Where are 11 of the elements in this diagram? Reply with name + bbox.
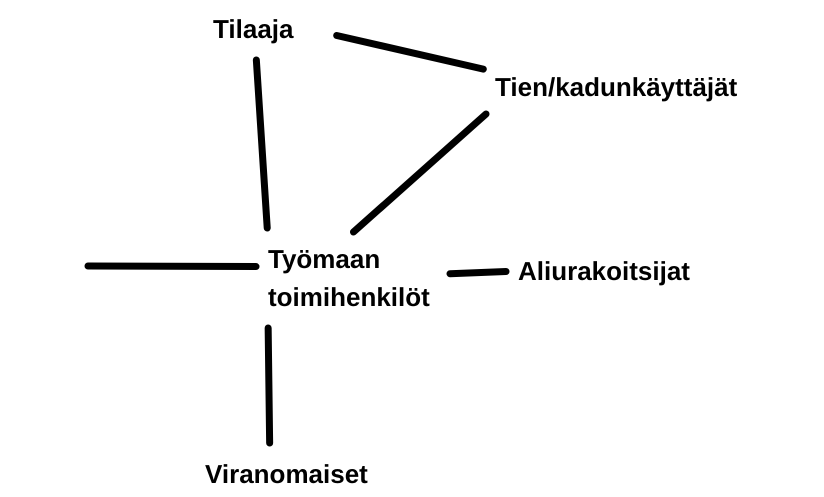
connector-line: [333, 32, 487, 73]
node-label: Aliurakoitsijat: [518, 252, 758, 290]
connector-line: [252, 56, 271, 232]
connector-line: [446, 268, 510, 278]
node-label: Tilaaja: [213, 10, 325, 48]
node-label: Viranomaiset: [205, 455, 385, 493]
connector-line: [264, 324, 274, 446]
connector-line: [84, 262, 260, 270]
node-label: Työmaan toimihenkilöt: [268, 240, 438, 316]
node-label: Tien/kadunkäyttäjät: [495, 68, 815, 106]
connector-line: [350, 110, 490, 236]
